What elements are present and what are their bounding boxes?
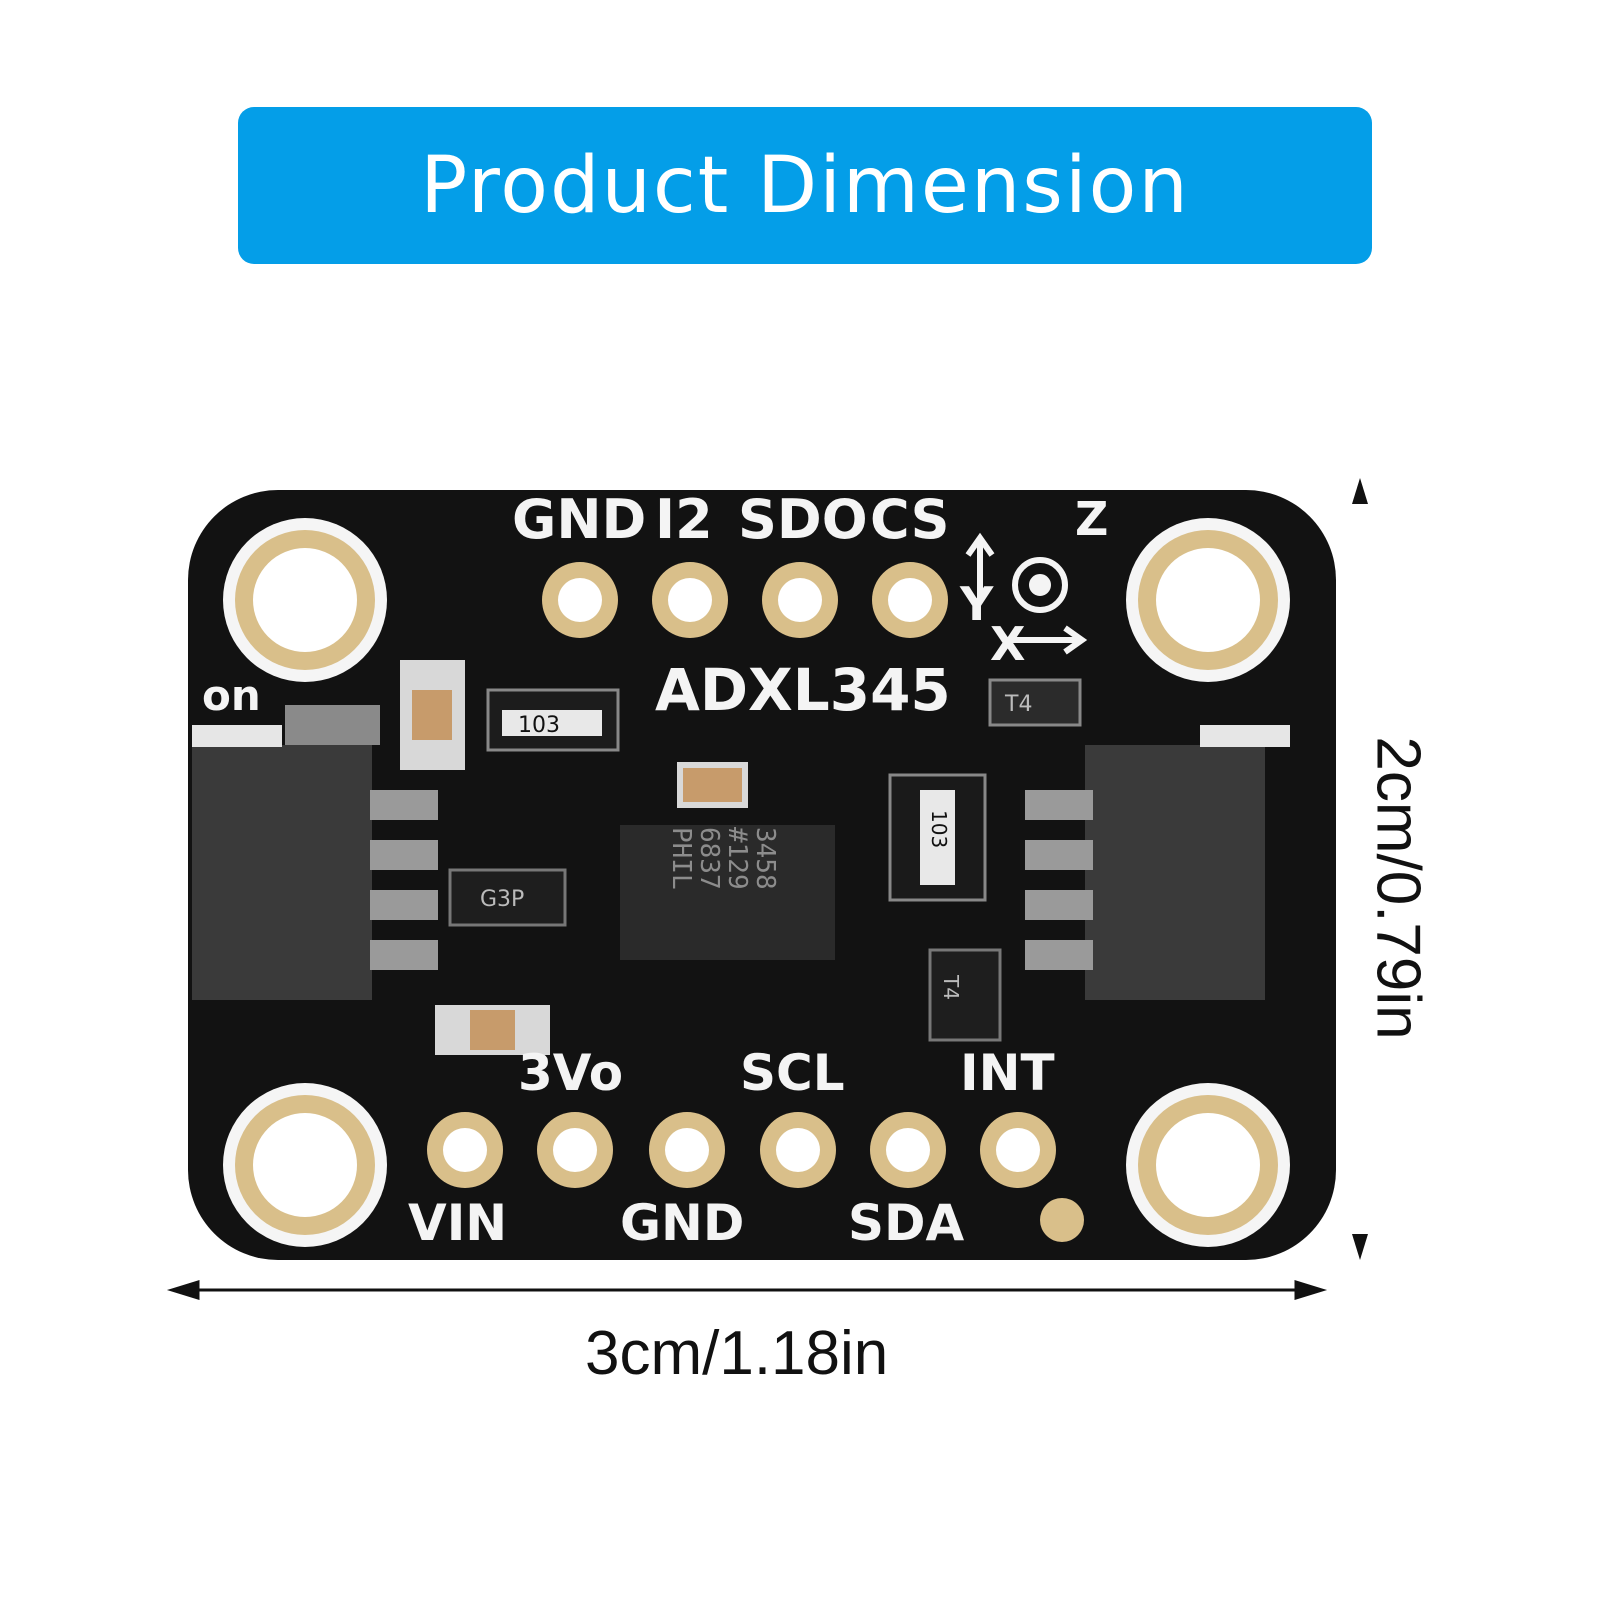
- regulator-marking: G3P: [480, 887, 524, 912]
- bottom-pin-pads: [427, 1112, 1084, 1242]
- chip-marking-line-2: #129: [722, 827, 752, 890]
- chip-marking-line-1: 3458: [750, 827, 780, 890]
- pin-label-gnd-bottom: GND: [620, 1194, 744, 1252]
- pin-label-int: INT: [960, 1044, 1055, 1102]
- axis-y-label: Y: [959, 577, 994, 631]
- pin-label-i2: I2: [655, 488, 713, 551]
- title-banner: Product Dimension: [238, 107, 1372, 264]
- pin-label-sdo: SDO: [738, 488, 868, 551]
- on-label: on: [202, 671, 261, 720]
- side-connectors: [192, 725, 1290, 1000]
- top-pin-pads: [542, 562, 948, 638]
- banner-title: Product Dimension: [420, 140, 1190, 231]
- dimension-lines: [166, 1279, 1328, 1300]
- axis-x-label: X: [990, 617, 1025, 671]
- components: [285, 660, 1082, 1055]
- resistor-right-marking: 103: [927, 810, 951, 848]
- chip-name-label: ADXL345: [655, 656, 951, 724]
- axis-z-label: Z: [1075, 492, 1108, 546]
- product-photo: GND I2 SDO CS ADXL345 on Z Y X 3Vo SCL I…: [150, 470, 1350, 1300]
- pin-label-vin: VIN: [408, 1194, 507, 1252]
- chip-marking: 3458 #129 6837 PHIL: [666, 827, 780, 890]
- width-dimension-label: 3cm/1.18in: [585, 1319, 889, 1388]
- chip-marking-line-4: PHIL: [666, 827, 696, 890]
- height-dimension-label: 2cm/0.79in: [1363, 736, 1433, 1040]
- pin-label-sda: SDA: [848, 1194, 965, 1252]
- pin-label-3vo: 3Vo: [518, 1044, 623, 1102]
- pcb-illustration: GND I2 SDO CS ADXL345 on Z Y X 3Vo SCL I…: [166, 488, 1336, 1300]
- resistor-left-marking: 103: [518, 713, 560, 738]
- axes-indicator: [965, 532, 1088, 655]
- t4b-marking: T4: [939, 974, 963, 1000]
- pin-label-scl: SCL: [740, 1044, 845, 1102]
- pin-label-cs: CS: [870, 488, 950, 551]
- mounting-holes: [223, 518, 1290, 1247]
- pin-label-gnd-top: GND: [512, 488, 646, 551]
- chip-marking-line-3: 6837: [694, 827, 724, 890]
- height-arrow: [1352, 478, 1368, 1260]
- t4-marking: T4: [1004, 692, 1032, 717]
